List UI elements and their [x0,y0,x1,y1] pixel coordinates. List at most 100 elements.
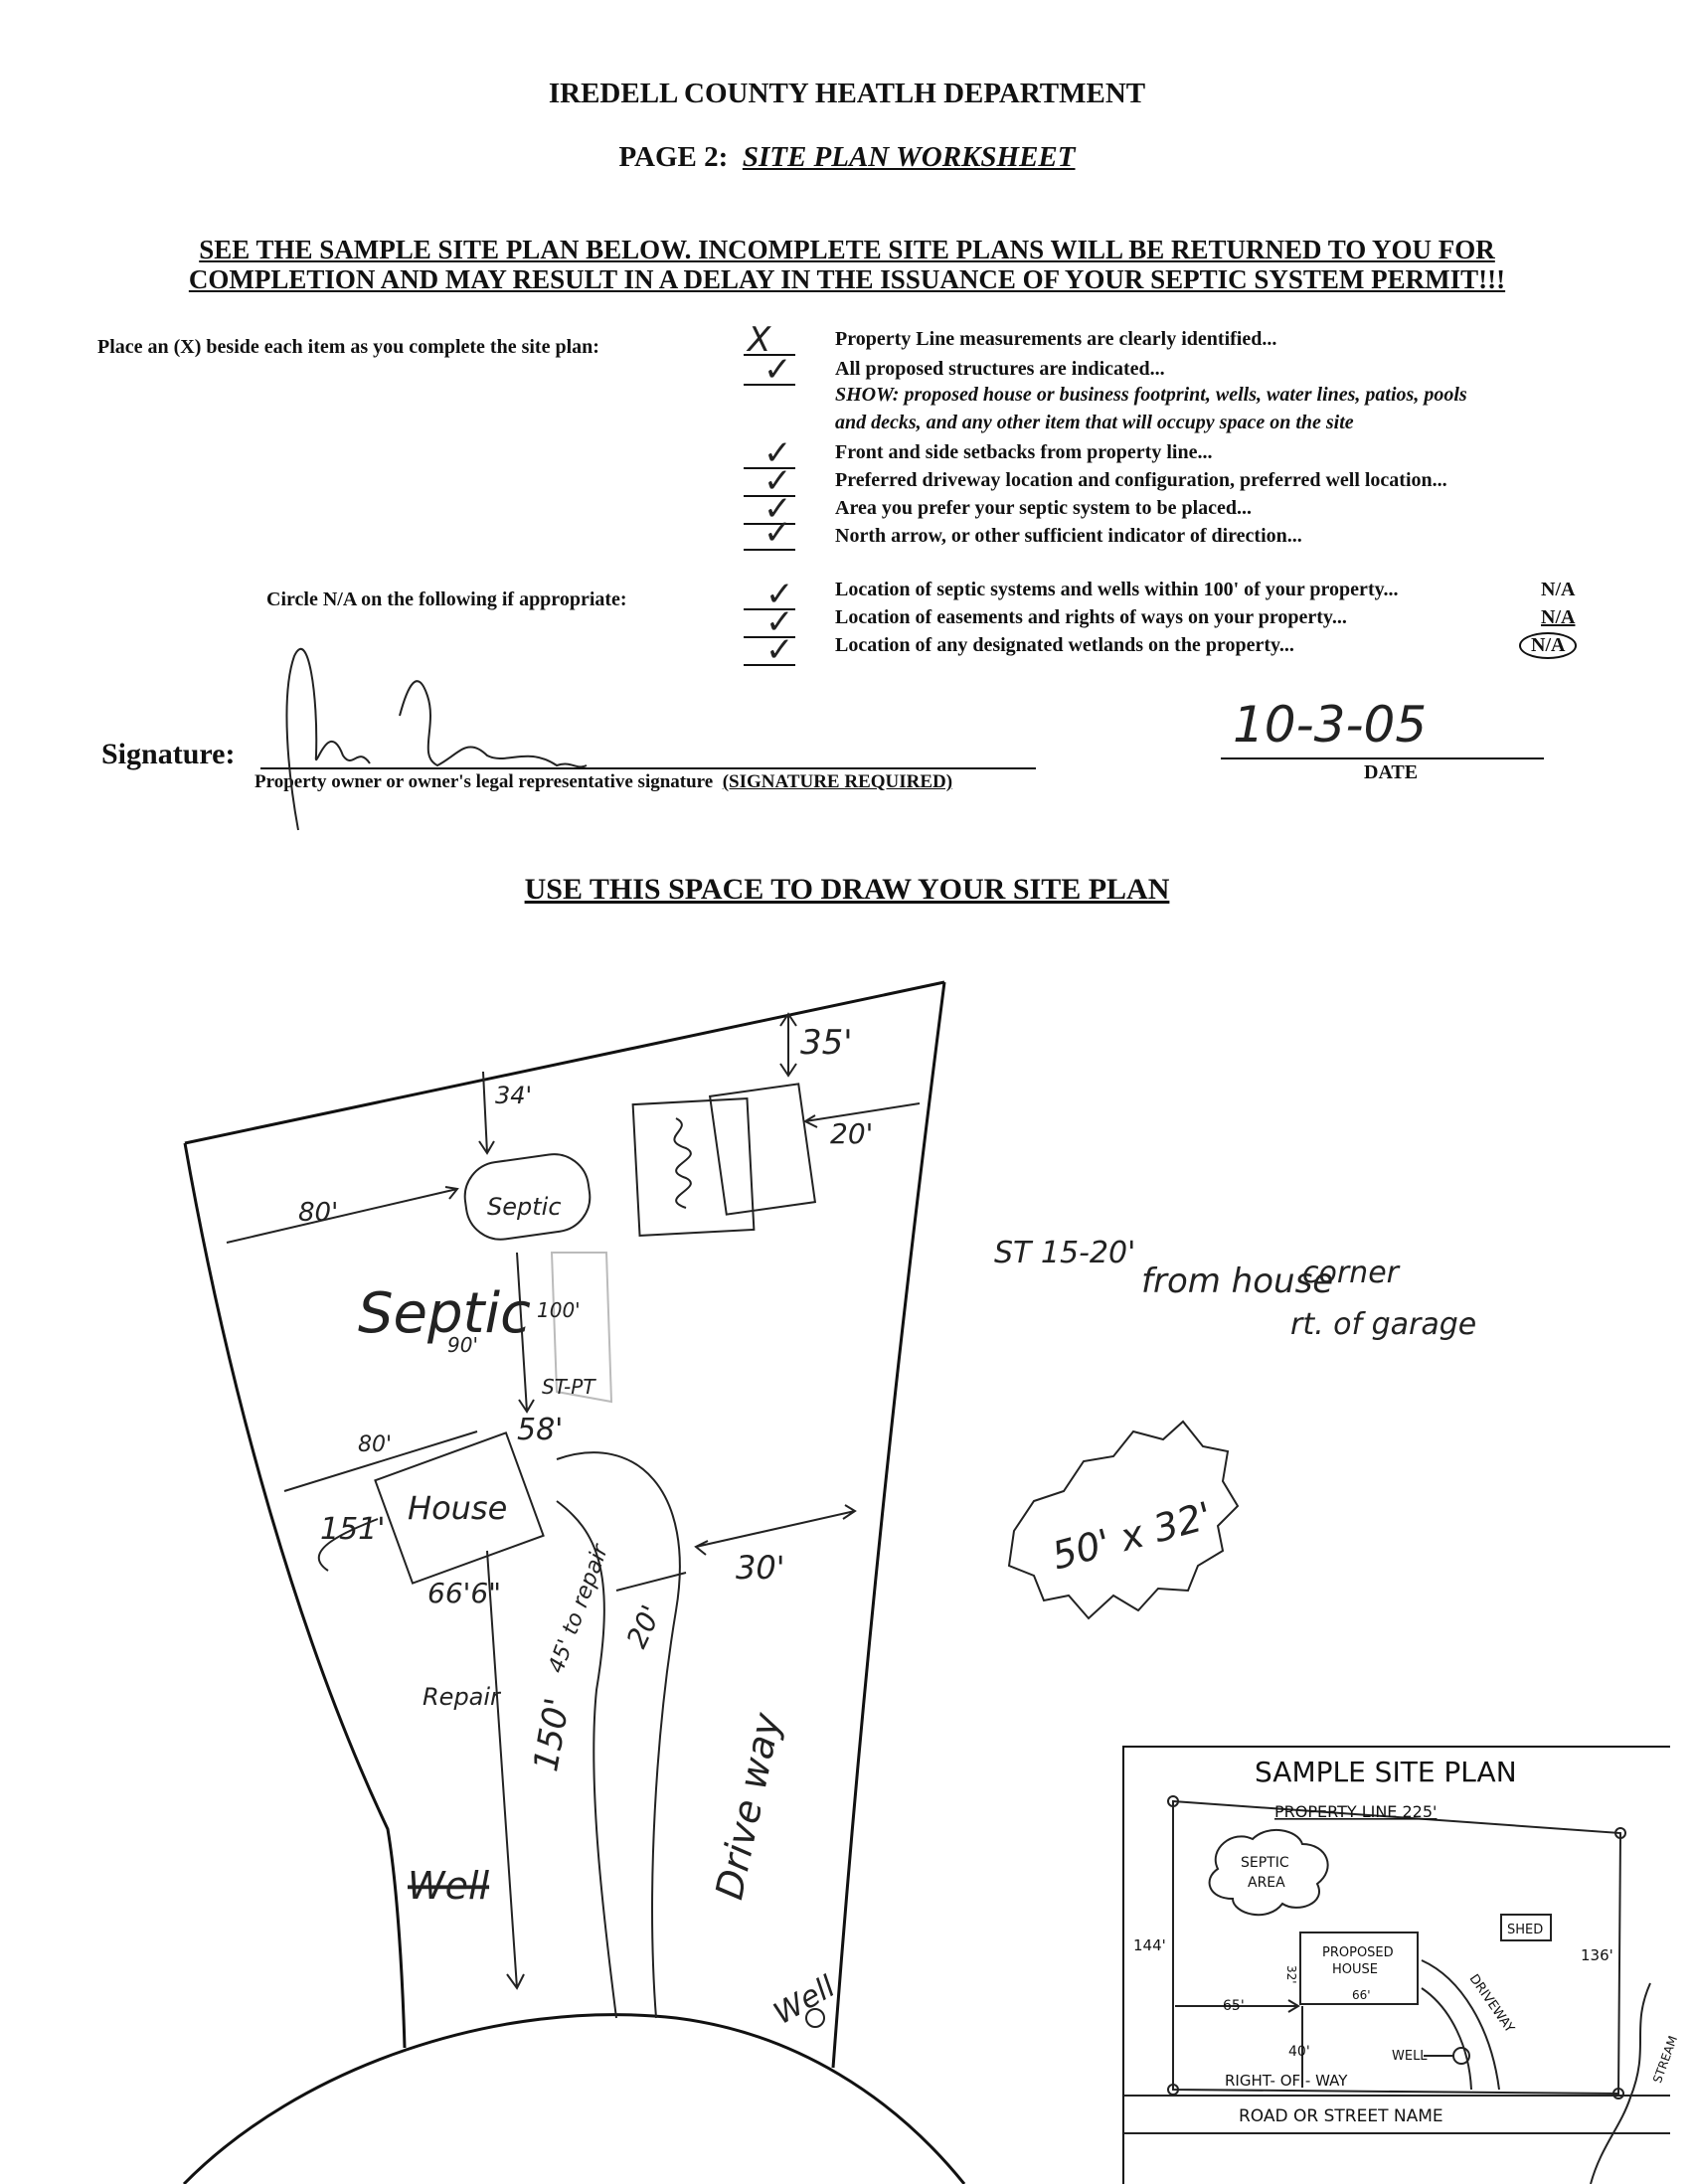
date-value: 10-3-05 [1233,696,1428,754]
note-line-2: from house [1141,1261,1333,1301]
signature-caption: Property owner or owner's legal represen… [254,771,952,793]
road-curve [182,2013,966,2184]
warning-line-2: COMPLETION AND MAY RESULT IN A DELAY IN … [188,264,1506,294]
label-house: House [408,1489,507,1527]
checklist-item-7: Area you prefer your septic system to be… [835,497,1253,519]
garage-outer [631,1097,756,1237]
property-line-rear [184,980,945,1145]
sample-frame [1122,1746,1670,2184]
check-mark-5: ✓ [763,433,792,473]
draw-heading: USE THIS SPACE TO DRAW YOUR SITE PLAN [524,873,1170,906]
check-mark-8: ✓ [763,513,792,553]
septic-side-arrow [226,1186,459,1244]
label-well-crossed: Well [408,1864,490,1908]
check-mark-7: ✓ [763,489,792,529]
na-check-1: ✓ [765,575,794,614]
house-front-arrow [317,1518,379,1572]
check-mark-2: ✓ [763,350,792,390]
checklist-instruction: Place an (X) beside each item as you com… [97,336,599,358]
drive-side-arrow [694,1504,857,1556]
page-name: SITE PLAN WORKSHEET [742,141,1076,173]
dim-house-length: 66'6" [427,1577,501,1609]
label-well: Well [767,1969,841,2032]
well-symbol [805,2008,825,2028]
na-check-2: ✓ [765,602,794,642]
date-line [1221,757,1544,759]
sample-title: SAMPLE SITE PLAN [1255,1756,1517,1788]
sample-stream [1590,1982,1651,2184]
checklist-item-4: and decks, and any other item that will … [835,412,1354,433]
na-option-3-circled: N/A [1519,632,1578,659]
sample-shed-label: SHED [1507,1923,1543,1937]
sample-stream-label: STREAM [1650,2034,1680,2085]
checklist-item-8: North arrow, or other sufficient indicat… [835,525,1302,547]
house-side-arrow [283,1430,478,1492]
na-instruction: Circle N/A on the following if appropria… [266,588,627,610]
sample-right-side: 136' [1581,1946,1613,1964]
document-title: IREDELL COUNTY HEATLH DEPARTMENT [548,78,1146,109]
dim-house-drive: 58' [517,1413,563,1447]
dim-house-front: 151' [320,1512,386,1547]
page-subtitle: PAGE 2: SITE PLAN WORKSHEET [0,141,1694,174]
sample-lot [1172,1799,1622,2096]
sample-septic-cloud [1208,1828,1329,1917]
sample-septic-2: AREA [1248,1875,1285,1891]
rear-dimension-arrow [779,1012,797,1078]
check-mark-6: ✓ [763,461,792,501]
drive-width-arrow [615,1572,687,1592]
sample-setback-front: 40' [1288,2044,1310,2060]
warning-line-1: SEE THE SAMPLE SITE PLAN BELOW. INCOMPLE… [199,235,1495,264]
na-option-1: N/A [1541,579,1576,600]
dim-house-side: 80' [358,1432,392,1457]
driveway-left [556,1500,617,2019]
checklist-item-6: Preferred driveway location and configur… [835,469,1447,491]
signature-label: Signature: [101,738,236,770]
house-shape [374,1431,545,1585]
signature-required: (SIGNATURE REQUIRED) [722,771,953,792]
garage-hatch [673,1117,692,1209]
driveway-right [556,1451,681,2019]
signature-scribble [285,647,588,831]
checklist-item-5: Front and side setbacks from property li… [835,441,1213,463]
sample-left-side: 144' [1133,1936,1166,1954]
bubble-outline [1007,1420,1240,1620]
sample-shed [1500,1914,1552,1941]
sample-house-width: 32' [1284,1965,1298,1984]
na-item-2: Location of easements and rights of ways… [835,606,1347,628]
note-line-4: rt. of garage [1290,1307,1476,1342]
repair-area-ghost [550,1252,613,1404]
label-septic-big: Septic [358,1281,531,1346]
sample-house [1299,1932,1419,2005]
label-septic-tank: Septic [487,1193,562,1221]
property-line-left [183,1142,407,2049]
na-item-1: Location of septic systems and wells wit… [835,579,1399,600]
septic-rear-arrow [478,1071,495,1155]
note-line-1: ST 15-20' [994,1236,1135,1270]
date-label: DATE [1364,761,1419,783]
signature-caption-text: Property owner or owner's legal represen… [254,771,714,792]
dim-front: 150' [526,1695,578,1774]
bubble-label: 50' x 32' [1048,1493,1217,1578]
label-driveway: Drive way [707,1709,789,1904]
checklist-item-1: Property Line measurements are clearly i… [835,328,1277,350]
label-repair: Repair [423,1683,502,1711]
sample-property-line: PROPERTY LINE 225' [1274,1802,1437,1821]
na-item-3: Location of any designated wetlands on t… [835,634,1294,656]
dim-septic-side: 80' [298,1198,338,1228]
dim-drive-width: 20' [620,1600,668,1653]
note-line-3: corner [1302,1256,1401,1290]
page-prefix: PAGE 2: [618,141,729,173]
sample-setback-side: 65' [1223,1998,1245,2014]
dim-garage-side: 20' [830,1117,873,1150]
front-dimension-arrow [486,1550,525,1990]
na-option-2: N/A [1541,606,1576,628]
dim-hundred: 100' [537,1298,581,1322]
dim-septic-rear: 34' [495,1082,532,1109]
checklist-item-2: All proposed structures are indicated... [835,358,1165,380]
checklist-item-3: SHOW: proposed house or business footpri… [835,384,1467,406]
sample-well-label: WELL [1392,2049,1428,2064]
property-line-right [831,981,946,2069]
label-st-pt: ST-PT [542,1375,596,1399]
check-mark-1: X [748,320,771,360]
